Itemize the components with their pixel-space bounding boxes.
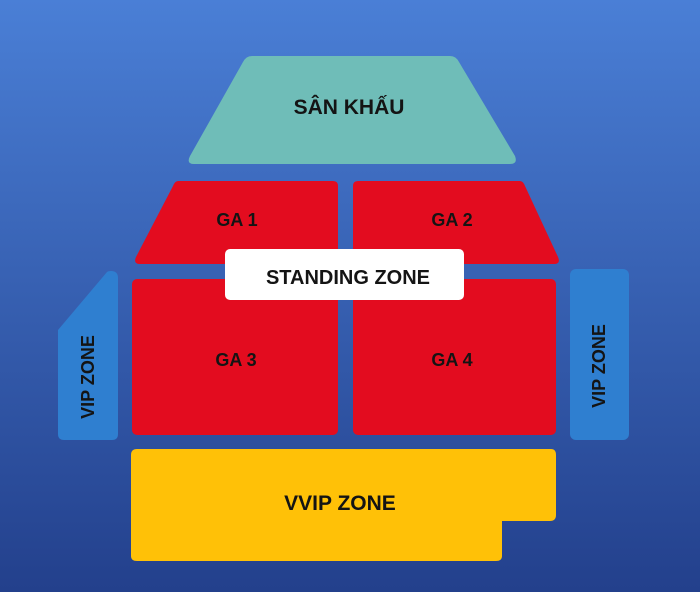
zone-vvip[interactable] xyxy=(131,449,556,561)
zone-ga4-label: GA 4 xyxy=(431,350,472,370)
zone-ga4[interactable] xyxy=(353,279,556,435)
standing-zone[interactable] xyxy=(225,249,464,300)
zone-vip-left[interactable] xyxy=(58,271,118,440)
zone-vip-right-label: VIP ZONE xyxy=(589,324,609,408)
zone-ga1-label: GA 1 xyxy=(216,210,257,230)
zone-ga1[interactable] xyxy=(135,181,338,264)
zone-ga2[interactable] xyxy=(353,181,559,264)
zone-vip-right[interactable] xyxy=(570,269,629,440)
zone-vip-left-label: VIP ZONE xyxy=(78,335,98,419)
standing-zone-label: STANDING ZONE xyxy=(266,267,430,289)
stage-label: SÂN KHẤU xyxy=(294,95,405,119)
zone-ga3-label: GA 3 xyxy=(215,350,256,370)
zone-vvip-label: VVIP ZONE xyxy=(284,492,396,515)
zone-ga3[interactable] xyxy=(132,279,338,435)
zone-ga2-label: GA 2 xyxy=(431,210,472,230)
stage-area[interactable] xyxy=(188,56,516,164)
